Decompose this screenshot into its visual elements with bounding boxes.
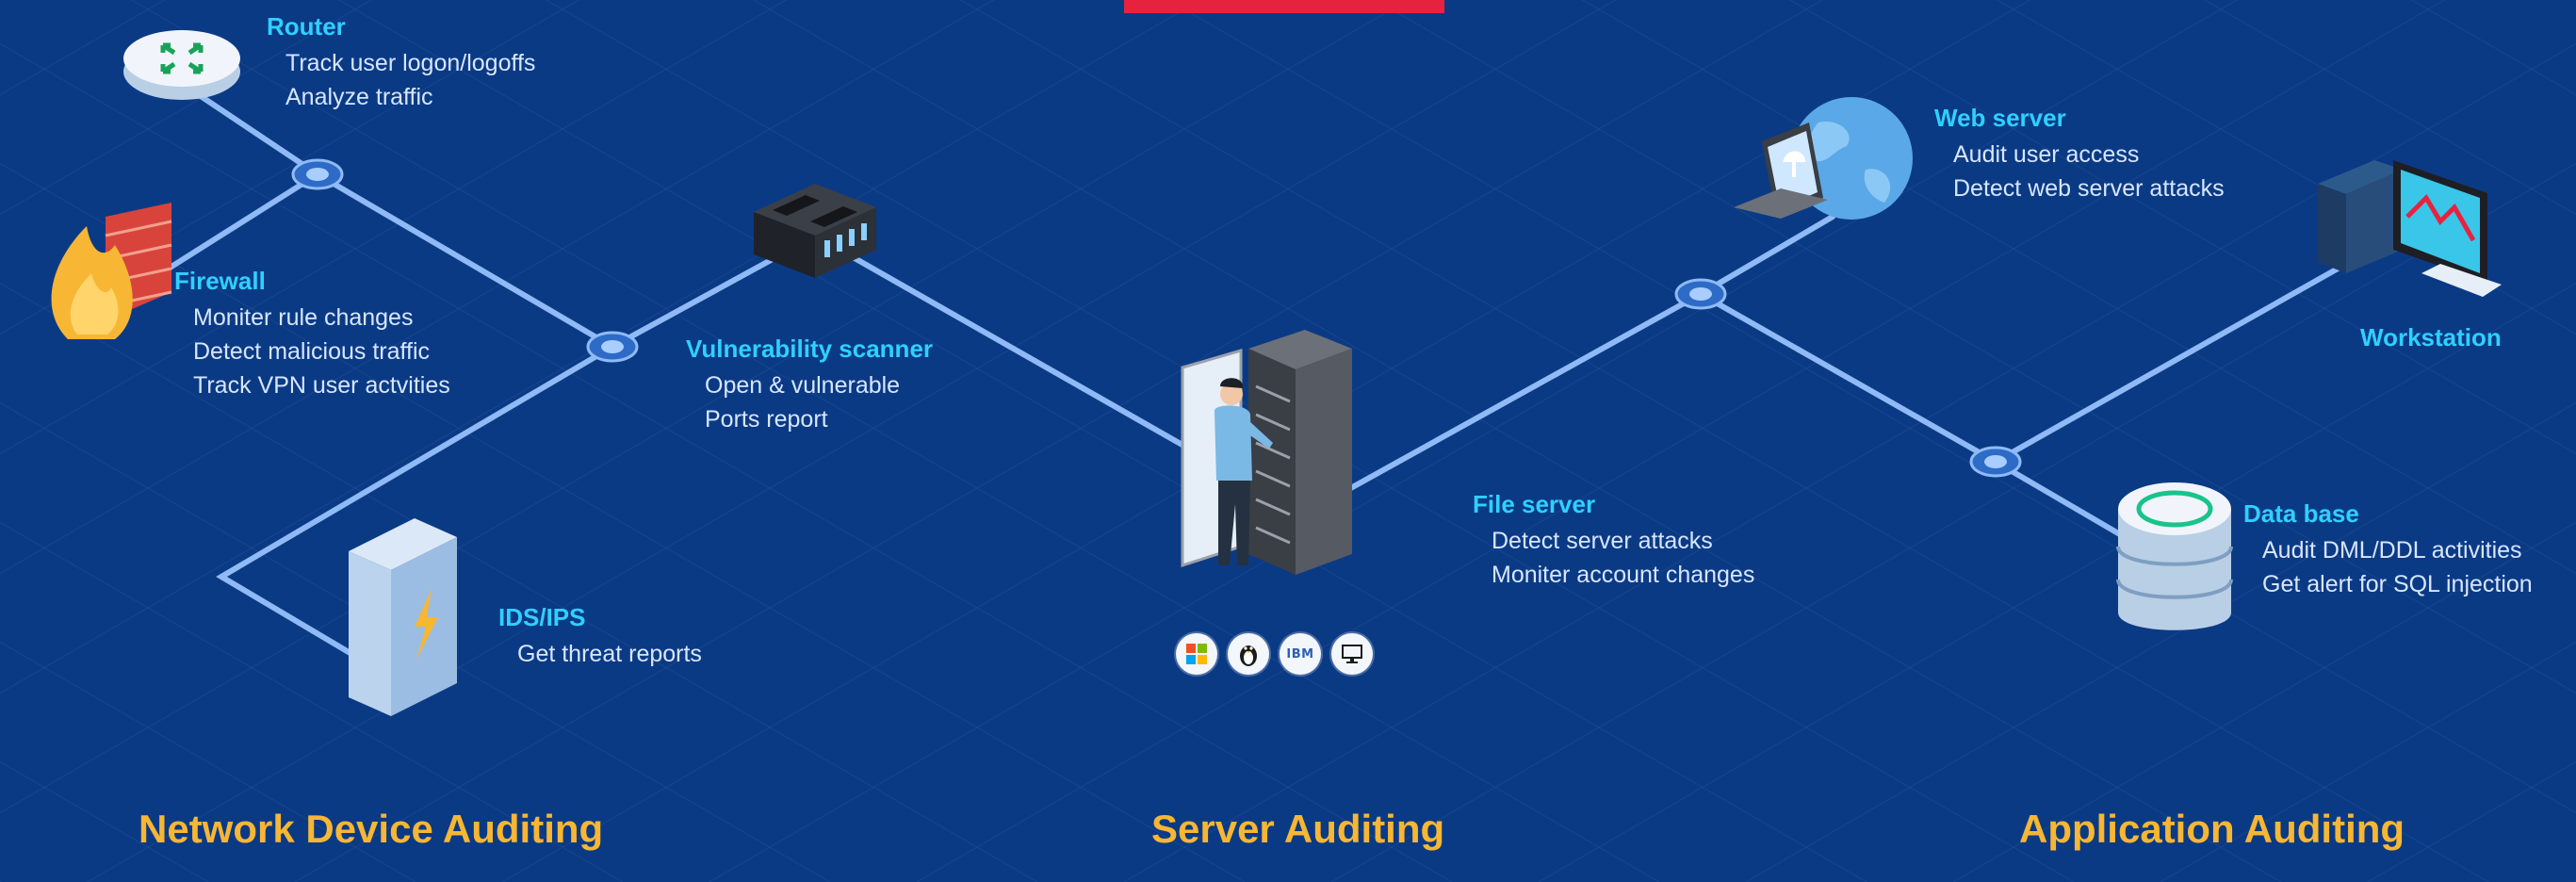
- database-items: Audit DML/DDL activities Get alert for S…: [2262, 533, 2533, 601]
- list-item: Audit DML/DDL activities: [2262, 537, 2522, 564]
- web-server-label: Web server Audit user access Detect web …: [1934, 104, 2225, 205]
- os-icon-row: IBM: [1176, 633, 1373, 675]
- desktop-icon: [1331, 633, 1373, 675]
- windows-icon: [1176, 633, 1217, 675]
- list-item: Get threat reports: [517, 641, 702, 667]
- list-item: Ports report: [705, 406, 828, 433]
- section-network-title: Network Device Auditing: [139, 807, 604, 851]
- line-hub2-database: [1698, 291, 2128, 540]
- web-server-icon: [1734, 97, 1913, 220]
- line-hub-scanner: [610, 256, 775, 350]
- vulnerability-scanner-title: Vulnerability scanner: [686, 335, 934, 363]
- list-item: Track user logon/logoffs: [285, 50, 536, 76]
- list-item: Analyze traffic: [285, 84, 433, 110]
- vulnerability-scanner-label: Vulnerability scanner Open & vulnerable …: [686, 335, 933, 436]
- workstation-title: Workstation: [2360, 323, 2502, 351]
- top-accent-bar: [1124, 0, 1444, 13]
- firewall-icon: [51, 203, 172, 339]
- line-hub3-workstation: [1993, 261, 2349, 465]
- list-item: Audit user access: [1953, 141, 2140, 168]
- router-title: Router: [267, 12, 346, 41]
- list-item: Detect web server attacks: [1953, 175, 2225, 202]
- list-item: Open & vulnerable: [705, 372, 901, 399]
- list-item: Detect server attacks: [1492, 528, 1713, 554]
- list-item: Moniter account changes: [1492, 562, 1755, 588]
- file-server-label: File server Detect server attacks Monite…: [1473, 490, 1754, 592]
- section-application-title: Application Auditing: [2019, 807, 2405, 851]
- line-hub-ids: [216, 344, 615, 658]
- firewall-title: Firewall: [174, 267, 266, 295]
- vulnerability-scanner-icon: [754, 184, 876, 278]
- ids-ips-items: Get threat reports: [517, 637, 702, 671]
- ibm-logo-text: IBM: [1286, 646, 1314, 662]
- linux-icon: [1228, 633, 1269, 675]
- ids-ips-icon: [349, 518, 457, 716]
- ids-ips-title: IDS/IPS: [498, 603, 586, 631]
- workstation-icon: [2318, 160, 2502, 297]
- junction-router: [291, 158, 344, 190]
- database-title: Data base: [2243, 499, 2359, 528]
- router-items: Track user logon/logoffs Analyze traffic: [285, 46, 535, 114]
- junction-web: [1674, 278, 1727, 310]
- ibm-icon: IBM: [1280, 633, 1321, 675]
- junction-nodes: [291, 158, 2022, 478]
- ids-ips-label: IDS/IPS Get threat reports: [498, 603, 702, 671]
- list-item: Detect malicious traffic: [193, 338, 431, 365]
- junction-database: [1969, 446, 2022, 478]
- line-scanner-server: [845, 252, 1190, 450]
- web-server-title: Web server: [1934, 104, 2066, 132]
- router-label: Router Track user logon/logoffs Analyze …: [267, 12, 535, 114]
- database-label: Data base Audit DML/DDL activities Get a…: [2243, 499, 2533, 601]
- file-server-items: Detect server attacks Moniter account ch…: [1492, 524, 1754, 592]
- firewall-items: Moniter rule changes Detect malicious tr…: [193, 301, 450, 402]
- line-hub2-web: [1698, 214, 1835, 297]
- server-rack-icon: [1181, 330, 1352, 575]
- firewall-label: Firewall Moniter rule changes Detect mal…: [174, 267, 450, 402]
- database-icon: [2116, 482, 2233, 630]
- file-server-title: File server: [1473, 490, 1596, 518]
- person-figure: [1215, 378, 1273, 565]
- list-item: Get alert for SQL injection: [2262, 571, 2533, 597]
- list-item: Moniter rule changes: [193, 304, 414, 331]
- junction-scanner: [586, 331, 639, 363]
- line-server-hub2: [1345, 291, 1704, 493]
- router-icon: [123, 30, 240, 100]
- web-server-items: Audit user access Detect web server atta…: [1953, 138, 2225, 205]
- vulnerability-scanner-items: Open & vulnerable Ports report: [705, 368, 933, 436]
- list-item: Track VPN user actvities: [193, 372, 450, 399]
- section-server-title: Server Auditing: [1151, 807, 1445, 851]
- line-firewall-hub: [143, 172, 320, 286]
- workstation-label: Workstation: [2360, 323, 2502, 351]
